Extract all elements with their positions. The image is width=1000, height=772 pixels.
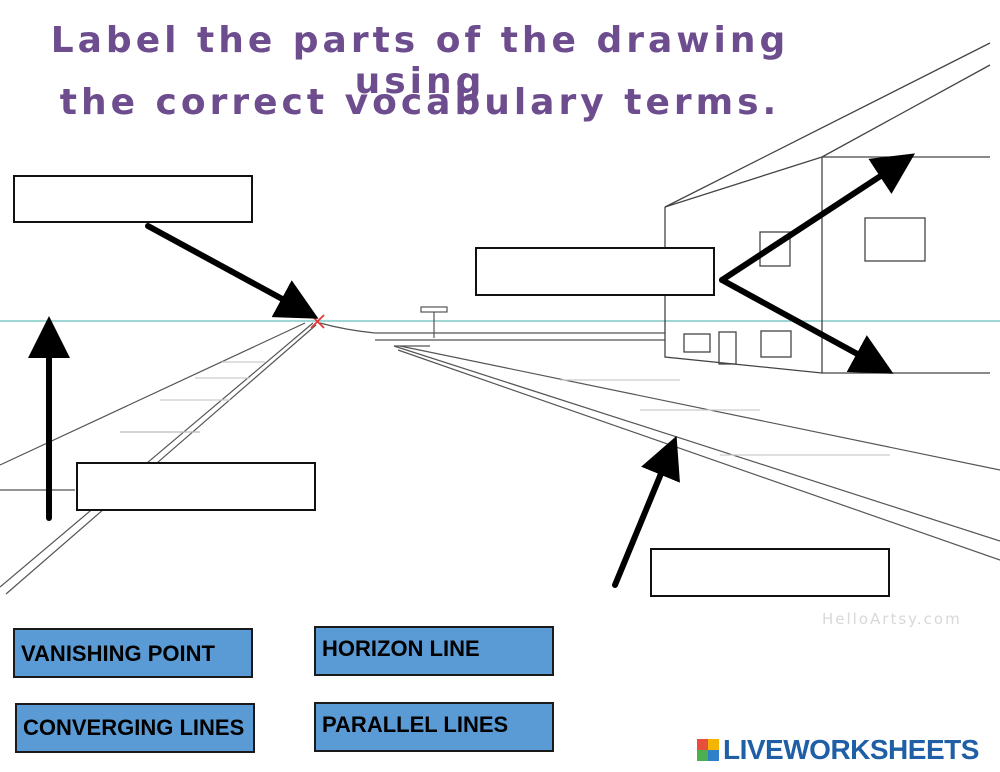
arrow-to-roof-line bbox=[719, 153, 916, 283]
arrow-to-road-edge bbox=[612, 435, 680, 588]
word-converging-lines[interactable]: CONVERGING LINES bbox=[15, 703, 255, 753]
liveworksheets-logo: LIVEWORKSHEETS bbox=[697, 734, 979, 766]
arrow-to-vanishing-point bbox=[145, 223, 319, 319]
instruction-title-line1: Label the parts of the drawing using bbox=[50, 20, 790, 102]
right-road-lines bbox=[319, 322, 1000, 561]
answer-box-horizon-line[interactable] bbox=[76, 462, 316, 511]
answer-box-building-lines[interactable] bbox=[475, 247, 715, 296]
instruction-title-line2: the correct vocabulary terms. bbox=[59, 82, 781, 123]
answer-box-road-lines[interactable] bbox=[650, 548, 890, 597]
arrow-to-base-line bbox=[719, 277, 894, 374]
street-sign bbox=[420, 306, 448, 338]
liveworksheets-icon bbox=[697, 739, 719, 761]
word-parallel-lines[interactable]: PARALLEL LINES bbox=[314, 702, 554, 752]
word-vanishing-point[interactable]: VANISHING POINT bbox=[13, 628, 253, 678]
answer-box-vanishing-point[interactable] bbox=[13, 175, 253, 223]
image-credit: HelloArtsy.com bbox=[822, 610, 962, 628]
brand-name: LIVEWORKSHEETS bbox=[723, 734, 979, 765]
left-road-lines bbox=[0, 322, 317, 595]
word-horizon-line[interactable]: HORIZON LINE bbox=[314, 626, 554, 676]
pointer-arrows bbox=[27, 153, 916, 588]
